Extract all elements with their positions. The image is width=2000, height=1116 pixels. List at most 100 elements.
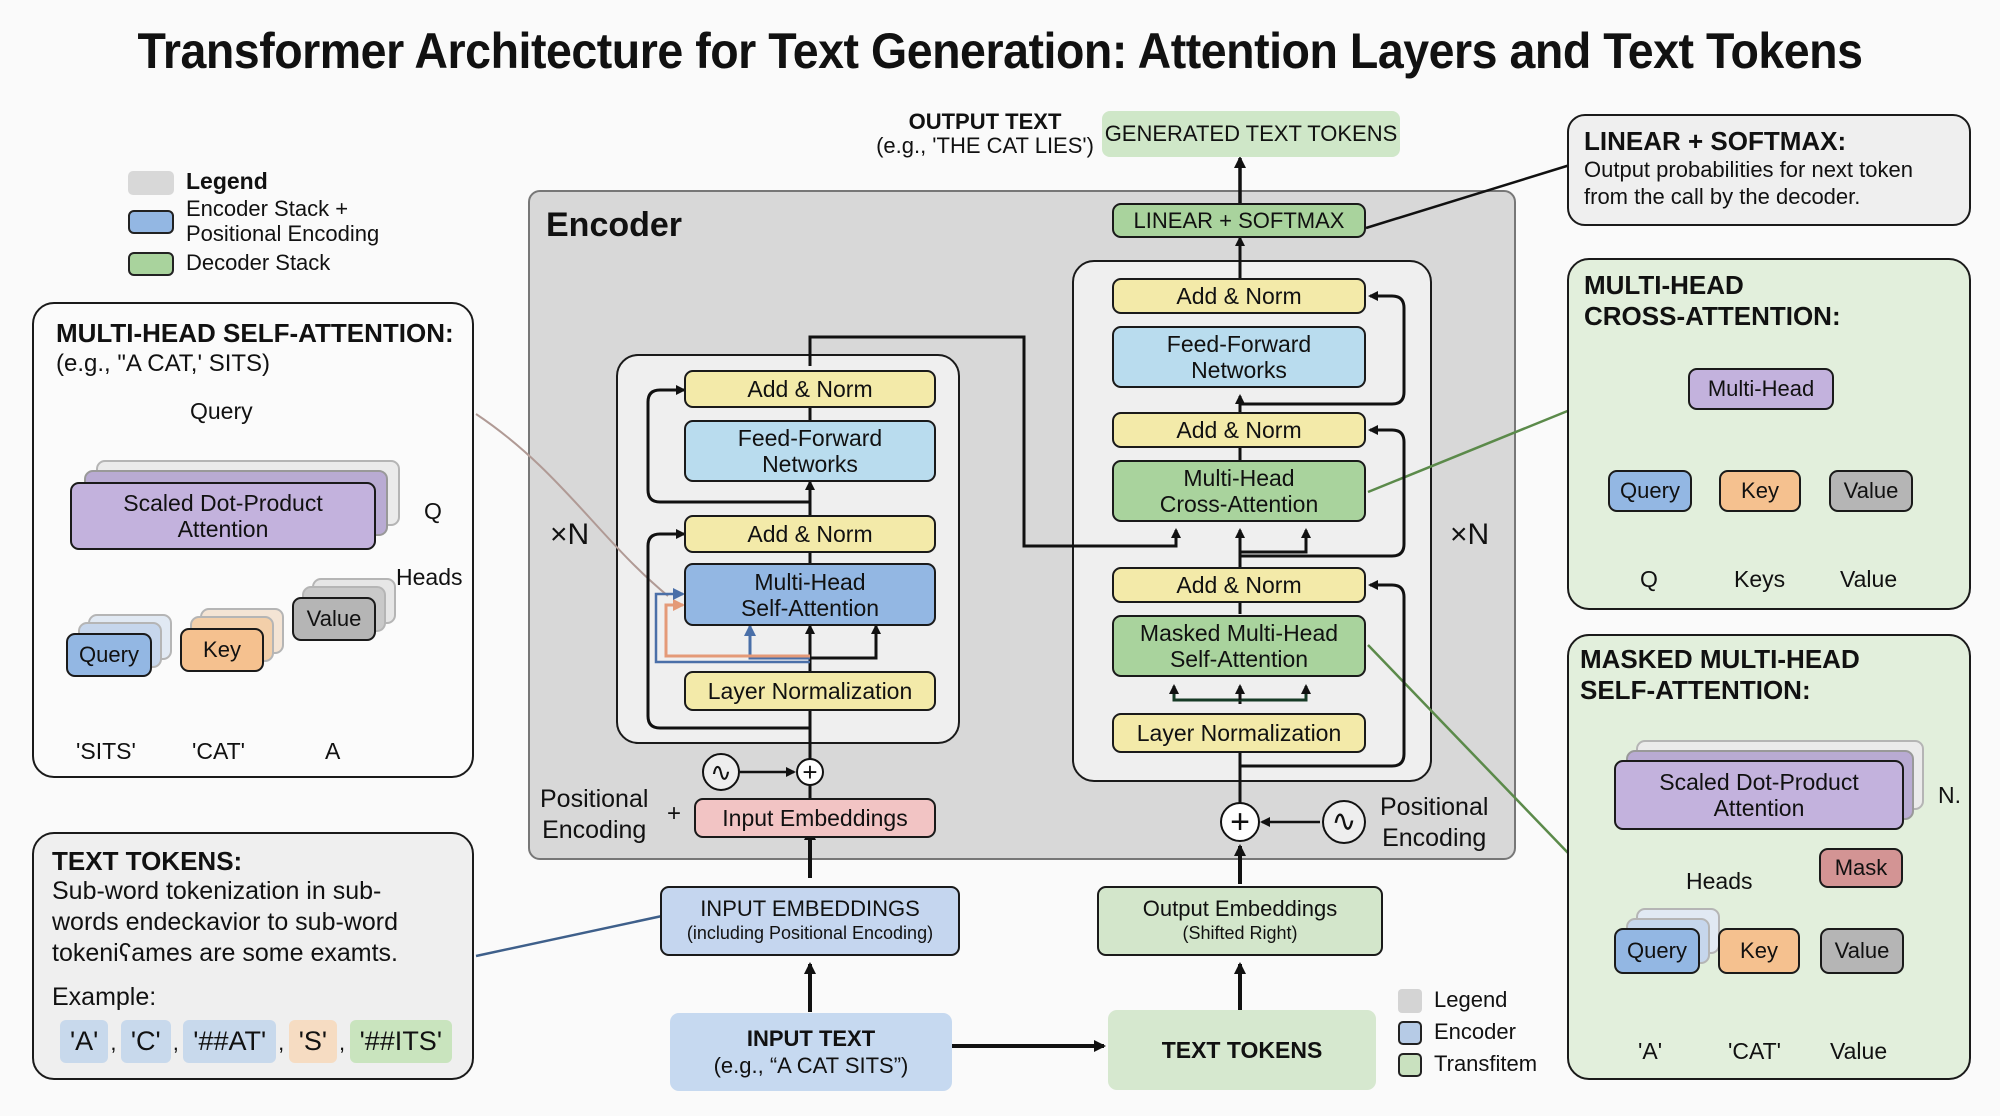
decoder-ffn-line1: Feed-Forward	[1166, 331, 1312, 357]
decoder-add-icon: +	[1220, 802, 1260, 842]
decoder-add-norm-1: Add & Norm	[1112, 278, 1366, 314]
decoder-posenc-line1: Positional	[1380, 793, 1489, 821]
cross-attention-query-box: Query	[1608, 470, 1692, 512]
encoder-mhsa-line2: Self-Attention	[740, 594, 880, 621]
encoder-input-embeddings: Input Embeddings	[694, 798, 936, 838]
self-attention-output-label: Query	[190, 398, 253, 424]
legend-bottom-swatch-encoder	[1398, 1021, 1422, 1045]
input-text-line2: (e.g., “A CAT SITS”)	[713, 1053, 909, 1078]
encoder-ffn-line2: Networks	[762, 451, 858, 477]
encoder-repeat-label: ×N	[550, 518, 590, 551]
masked-attention-mask-box: Mask	[1819, 848, 1903, 888]
masked-attention-token-a: 'A'	[1638, 1038, 1663, 1064]
encoder-layer-normalization: Layer Normalization	[684, 671, 936, 711]
linear-softmax-panel-title: LINEAR + SOFTMAX:	[1584, 126, 1847, 156]
output-embeddings-box: Output Embeddings (Shifted Right)	[1097, 886, 1383, 956]
callout-line-masked-attention	[1367, 644, 1571, 856]
input-text-line1: INPUT TEXT	[746, 1026, 876, 1051]
encoder-multi-head-self-attention: Multi-Head Self-Attention	[684, 563, 936, 626]
decoder-posenc-line2: Encoding	[1382, 824, 1487, 852]
generated-text-tokens: GENERATED TEXT TOKENS	[1102, 111, 1400, 157]
token-chip: '##ITS'	[349, 1020, 452, 1063]
encoder-plus-sign: +	[667, 800, 682, 827]
token-chip: 'A'	[60, 1020, 109, 1063]
decoder-add-norm-2: Add & Norm	[1112, 412, 1366, 448]
callout-line-cross-attention	[1367, 408, 1571, 494]
legend-bottom-heading: Legend	[1434, 987, 1508, 1012]
output-emb-line1: Output Embeddings	[1142, 896, 1338, 921]
self-attention-heads-label: Heads	[396, 564, 463, 590]
masked-attention-core: Scaled Dot-Product Attention	[1614, 760, 1904, 830]
encoder-add-icon: +	[796, 758, 824, 786]
encoder-posenc-line1: Positional	[540, 785, 649, 813]
input-text-box: INPUT TEXT (e.g., “A CAT SITS”)	[670, 1013, 952, 1091]
token-separator: ,	[172, 1030, 179, 1055]
text-tokens-body-line3: tokeniʕames are some examts.	[52, 939, 398, 967]
page-title: Transformer Architecture for Text Genera…	[137, 23, 1863, 79]
self-attention-panel-subtitle: (e.g., "A CAT,' SITS)	[56, 350, 271, 377]
legend-swatch-heading	[128, 171, 174, 195]
masked-attention-query-box: Query	[1614, 928, 1700, 974]
linear-softmax-panel	[1567, 114, 1971, 226]
masked-attention-token-cat: 'CAT'	[1728, 1038, 1782, 1064]
text-tokens-example-list: 'A', 'C', '##AT', 'S', '##ITS'	[60, 1020, 454, 1063]
legend-bottom-label-encoder: Encoder	[1434, 1019, 1516, 1044]
legend-bottom: Legend Encoder Transfitem	[1398, 987, 1558, 1087]
decoder-masked-line1: Masked Multi-Head	[1139, 620, 1339, 646]
legend-label-encoder-line1: Encoder Stack +	[186, 196, 349, 221]
callout-line-self-attention	[475, 413, 669, 597]
cross-attention-panel	[1567, 258, 1971, 610]
token-chip: '##AT'	[183, 1020, 277, 1063]
masked-attention-token-value: Value	[1830, 1038, 1888, 1064]
cross-attention-label-keys: Keys	[1734, 566, 1786, 592]
callout-line-linear-softmax	[1365, 163, 1571, 230]
encoder-label: Encoder	[546, 206, 683, 244]
masked-attention-panel	[1567, 634, 1971, 1080]
encoder-positional-encoding-label: Positional Encoding	[540, 784, 648, 846]
self-attention-core-line2: Attention	[177, 516, 269, 542]
self-attention-key-box: Key	[180, 628, 264, 672]
legend-swatch-decoder	[128, 252, 174, 276]
self-attention-token-a: A	[325, 738, 341, 764]
text-tokens-box: TEXT TOKENS	[1108, 1010, 1376, 1090]
output-text-label: OUTPUT TEXT (e.g., 'THE CAT LIES')	[870, 110, 1100, 158]
cross-attention-key-box: Key	[1719, 470, 1801, 512]
cross-attention-label-q: Q	[1640, 566, 1658, 592]
self-attention-panel-title: MULTI-HEAD SELF-ATTENTION:	[56, 318, 454, 348]
decoder-cross-attention: Multi-Head Cross-Attention	[1112, 460, 1366, 522]
decoder-ffn-line2: Networks	[1191, 357, 1287, 383]
input-emb-line1: INPUT EMBEDDINGS	[700, 896, 920, 921]
decoder-layer-normalization: Layer Normalization	[1112, 713, 1366, 753]
output-text-example: (e.g., 'THE CAT LIES')	[876, 133, 1094, 158]
cross-attention-label-value: Value	[1840, 566, 1898, 592]
legend-bottom-swatch-heading	[1398, 989, 1422, 1013]
legend-top: Legend Encoder Stack + Positional Encodi…	[128, 168, 428, 288]
linear-softmax-line1: Output probabilities for next token	[1584, 157, 1913, 182]
output-text-heading: OUTPUT TEXT	[908, 109, 1062, 134]
text-tokens-panel-body: Sub-word tokenization in sub- words ende…	[52, 876, 398, 969]
encoder-feed-forward: Feed-Forward Networks	[684, 420, 936, 482]
encoder-add-norm-top: Add & Norm	[684, 370, 936, 408]
input-emb-line2: (including Positional Encoding)	[686, 923, 934, 943]
text-tokens-panel-title: TEXT TOKENS:	[52, 846, 243, 876]
masked-attention-panel-title: MASKED MULTI-HEAD SELF-ATTENTION:	[1580, 644, 1860, 706]
masked-attention-n-label: N.	[1938, 782, 1961, 808]
self-attention-core-line1: Scaled Dot-Product	[123, 490, 323, 516]
token-chip: 'C'	[120, 1020, 171, 1063]
masked-core-line1: Scaled Dot-Product	[1659, 769, 1859, 795]
legend-heading: Legend	[186, 168, 268, 194]
cross-attention-panel-title: MULTI-HEAD CROSS-ATTENTION:	[1584, 270, 1841, 332]
self-attention-core: Scaled Dot-Product Attention	[70, 482, 376, 550]
token-separator: ,	[278, 1030, 285, 1055]
decoder-add-norm-3: Add & Norm	[1112, 567, 1366, 603]
encoder-posenc-line2: Encoding	[542, 816, 647, 844]
cross-attention-core: Multi-Head	[1688, 368, 1834, 410]
linear-softmax: LINEAR + SOFTMAX	[1112, 203, 1366, 238]
self-attention-query-box: Query	[66, 633, 152, 677]
output-emb-line2: (Shifted Right)	[1182, 923, 1298, 943]
self-attention-token-cat: 'CAT'	[192, 738, 246, 764]
encoder-ffn-line1: Feed-Forward	[737, 425, 883, 451]
masked-core-line2: Attention	[1713, 795, 1805, 821]
decoder-positional-encoding-label: Positional Encoding	[1380, 792, 1488, 854]
masked-attention-title-line1: MASKED MULTI-HEAD	[1580, 644, 1860, 674]
